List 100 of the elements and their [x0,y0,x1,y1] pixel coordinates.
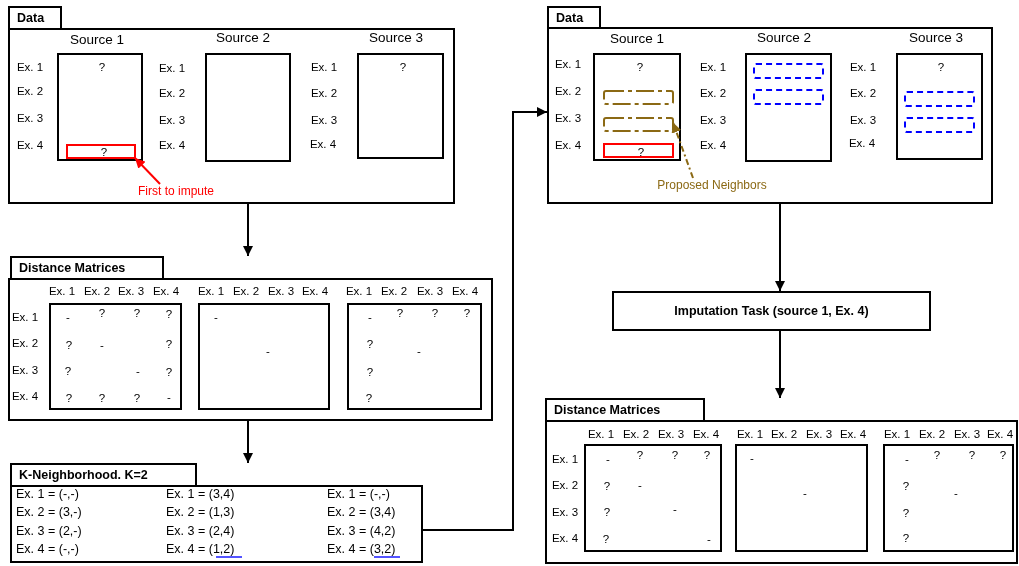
matrix-entry: - [100,340,104,352]
matrix-entry: ? [603,507,611,519]
column-heading: Ex. 4 [451,286,479,298]
row-label: Ex. 2 [699,88,727,100]
data-matrix [593,53,681,161]
row-label: Ex. 1 [551,454,579,466]
matrix-entry: ? [65,393,73,405]
row-label: Ex. 4 [848,138,876,150]
column-heading: Ex. 2 [83,286,111,298]
row-label: Ex. 1 [16,62,44,74]
row-label: Ex. 4 [11,391,39,403]
column-heading: Ex. 4 [986,429,1014,441]
column-heading: Ex. 1 [197,286,225,298]
row-label: Ex. 4 [309,139,337,151]
data-matrix [57,53,143,161]
matrix-entry: ? [65,340,73,352]
row-label: Ex. 2 [11,338,39,350]
arrow [775,203,785,292]
panel [10,463,423,563]
row-label: Ex. 1 [158,63,186,75]
column-heading: Ex. 4 [152,286,180,298]
row-label: Ex. 3 [11,365,39,377]
row-label: Ex. 4 [699,140,727,152]
matrix-entry: - [803,488,807,500]
neighborhood-entry: Ex. 1 = (-,-) [327,487,390,501]
row-label: Ex. 3 [554,113,582,125]
column-heading: Ex. 1 [736,429,764,441]
column-heading: Ex. 2 [380,286,408,298]
matrix-entry: ? [64,366,72,378]
column-heading: Ex. 4 [692,429,720,441]
matrix-entry: - [214,312,218,324]
row-label: Ex. 1 [699,62,727,74]
row-label: Ex. 2 [554,86,582,98]
highlighted-cell [66,144,136,159]
matrix-entry: - [954,488,958,500]
row-label: Ex. 3 [158,115,186,127]
matrix-entry: ? [431,308,439,320]
column-heading: Ex. 4 [301,286,329,298]
data-matrix [205,53,291,162]
distance-matrix [584,444,722,552]
neighbor-highlight [904,91,975,107]
missing-value: ? [98,62,106,74]
column-heading: Source 2 [757,31,811,45]
panel [8,6,455,204]
column-heading: Ex. 1 [587,429,615,441]
column-heading: Ex. 3 [805,429,833,441]
neighborhood-entry: Ex. 2 = (1,3) [166,505,235,519]
data-matrix [745,53,832,162]
row-label: Ex. 2 [158,88,186,100]
matrix-entry: ? [165,339,173,351]
row-label: Ex. 1 [849,62,877,74]
matrix-entry: - [905,454,909,466]
matrix-entry: ? [999,450,1007,462]
missing-value: ? [637,147,645,159]
matrix-entry: - [368,312,372,324]
missing-value: ? [636,62,644,74]
column-heading: Ex. 3 [657,429,685,441]
panel-heading: Data [8,6,62,30]
arrow [422,107,548,531]
column-heading: Ex. 2 [622,429,650,441]
annotation-text: First to impute [134,184,218,199]
matrix-entry: ? [603,481,611,493]
data-matrix [357,53,444,159]
distance-matrix [347,303,482,410]
matrix-entry: ? [933,450,941,462]
row-label: Ex. 3 [551,507,579,519]
matrix-entry: ? [671,450,679,462]
distance-matrix [883,444,1014,552]
column-heading: Ex. 2 [770,429,798,441]
matrix-entry: ? [902,481,910,493]
arrow [134,157,161,185]
column-heading: Ex. 4 [839,429,867,441]
column-heading: Source 1 [610,32,664,46]
neighbor-highlight [603,117,674,132]
column-heading: Source 1 [70,33,124,47]
column-heading: Ex. 1 [883,429,911,441]
matrix-entry: ? [902,508,910,520]
arrow [671,121,694,179]
neighborhood-entry: Ex. 1 = (-,-) [16,487,79,501]
matrix-entry: ? [165,367,173,379]
process-box [612,291,931,331]
neighbor-highlight [603,90,674,105]
panel-heading: K-Neighborhood. K=2 [10,463,197,487]
panel-heading: Distance Matrices [545,398,705,422]
matrix-entry: ? [366,339,374,351]
panel-heading: Data [547,6,601,29]
matrix-entry: ? [902,533,910,545]
row-label: Ex. 2 [551,480,579,492]
row-label: Ex. 3 [699,115,727,127]
matrix-entry: - [673,504,677,516]
neighbor-highlight [904,117,975,133]
matrix-entry: ? [463,308,471,320]
column-heading: Ex. 3 [416,286,444,298]
neighborhood-entry: Ex. 3 = (2,4) [166,524,235,538]
panel [547,6,993,204]
column-heading: Ex. 3 [267,286,295,298]
row-label: Ex. 1 [11,312,39,324]
missing-value: ? [399,62,407,74]
matrix-entry: ? [133,308,141,320]
neighborhood-entry: Ex. 2 = (3,-) [16,505,82,519]
